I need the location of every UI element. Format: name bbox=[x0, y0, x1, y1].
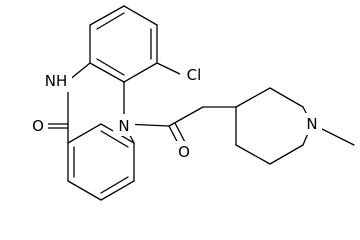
atom-cl: Cl bbox=[180, 63, 208, 85]
bond bbox=[168, 106, 204, 127]
bond bbox=[100, 130, 129, 148]
piperidine-ring bbox=[202, 87, 355, 165]
bond bbox=[67, 123, 102, 144]
upper-benzene-ring bbox=[89, 5, 158, 83]
bond bbox=[269, 87, 304, 108]
bond bbox=[235, 87, 271, 108]
atom-o-acyl-label: O bbox=[178, 143, 190, 161]
atom-nh-label: NH bbox=[45, 72, 68, 90]
bond bbox=[89, 62, 125, 83]
atom-cl-label: Cl bbox=[187, 66, 202, 84]
bond bbox=[96, 12, 125, 30]
bond bbox=[156, 62, 183, 76]
bond bbox=[96, 58, 125, 76]
chloro-bond bbox=[156, 62, 183, 76]
bond bbox=[123, 62, 158, 83]
atom-n-amide-label: N bbox=[118, 117, 129, 135]
bond bbox=[123, 5, 158, 26]
atom-nh: NH bbox=[40, 70, 72, 92]
atom-n-piperidine: N bbox=[302, 113, 322, 135]
bond bbox=[235, 144, 271, 165]
atom-n-piperidine-label: N bbox=[306, 115, 317, 133]
atom-o-lactam-label: O bbox=[32, 117, 44, 135]
bond bbox=[89, 5, 125, 26]
bond bbox=[100, 176, 129, 194]
bond bbox=[269, 144, 304, 165]
structure-diagram: Cl NH O N O N bbox=[28, 5, 355, 201]
atom-o-acyl: O bbox=[174, 141, 194, 163]
atom-o-lactam: O bbox=[28, 115, 48, 137]
lower-benzene-ring bbox=[67, 123, 135, 201]
bond bbox=[100, 180, 135, 201]
atom-n-amide: N bbox=[113, 114, 135, 136]
bond bbox=[67, 180, 102, 201]
